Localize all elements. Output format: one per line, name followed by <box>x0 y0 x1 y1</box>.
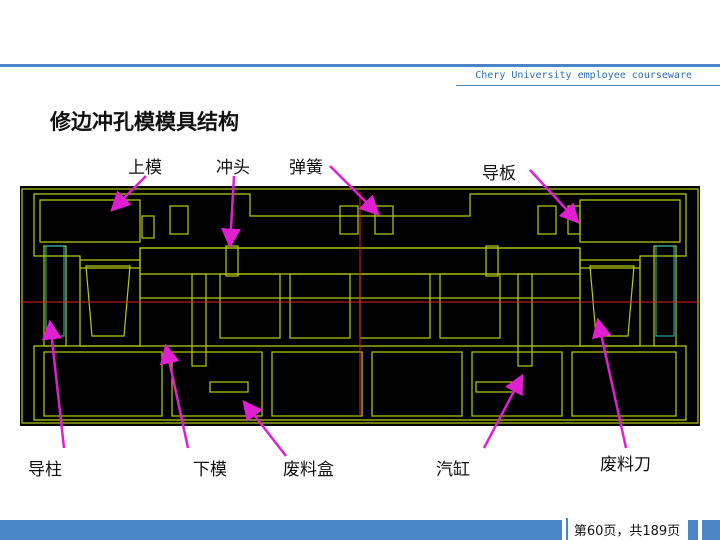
page-indicator: 第60页，共189页 <box>566 518 686 540</box>
slide-title: 修边冲孔模模具结构 <box>50 110 239 134</box>
label-guide-plate: 导板 <box>482 164 516 184</box>
footer-bar <box>0 520 562 540</box>
label-spring: 弹簧 <box>289 158 323 178</box>
label-cylinder: 汽缸 <box>436 460 470 480</box>
label-scrap-knife: 废料刀 <box>600 455 651 475</box>
course-subtitle: Chery University employee courseware <box>475 70 692 81</box>
die-structure-drawing <box>20 186 700 426</box>
footer-block <box>688 520 698 540</box>
footer-block <box>702 520 720 540</box>
label-upper-die: 上模 <box>128 158 162 178</box>
label-guide-pillar: 导柱 <box>28 460 62 480</box>
subtitle-rule <box>456 85 720 86</box>
header-rule <box>0 64 720 67</box>
label-punch: 冲头 <box>216 158 250 178</box>
label-scrap-box: 废料盒 <box>283 460 334 480</box>
label-lower-die: 下模 <box>193 460 227 480</box>
